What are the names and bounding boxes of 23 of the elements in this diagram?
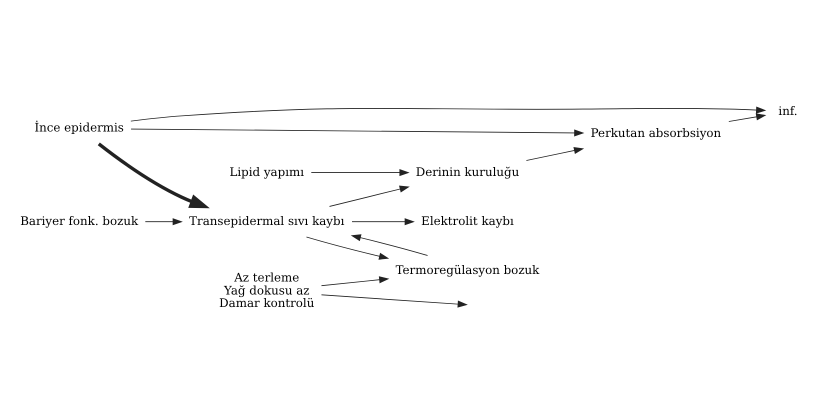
arrow: [144, 218, 183, 226]
arrow: [526, 147, 584, 161]
arrow: [310, 169, 410, 176]
arrow: [321, 294, 468, 308]
arrow: [98, 142, 210, 208]
arrow: [352, 218, 415, 226]
node-text: Elektrolit kaybı: [421, 214, 514, 228]
node-text: Bariyer fonk. bozuk: [20, 214, 138, 228]
node-text: Perkutan absorbsiyon: [590, 126, 722, 140]
node-text: Lipid yapımı: [230, 164, 304, 179]
arrow: [130, 106, 766, 122]
arrow: [321, 276, 390, 286]
node-text: Az terleme Yağ dokusu az Damar kontrolü: [219, 270, 314, 310]
node-text: Termoregülasyon bozuk: [396, 262, 540, 277]
arrow: [130, 128, 584, 136]
node-text: İnce epidermis: [34, 120, 124, 135]
arrow: [329, 186, 410, 207]
node-text: Derinin kuruluğu: [416, 164, 520, 179]
node-text: inf.: [778, 104, 798, 118]
arrow: [728, 113, 766, 122]
arrow: [350, 234, 428, 256]
arrow: [306, 236, 390, 260]
node-text: Transepidermal sıvı kaybı: [189, 214, 344, 228]
